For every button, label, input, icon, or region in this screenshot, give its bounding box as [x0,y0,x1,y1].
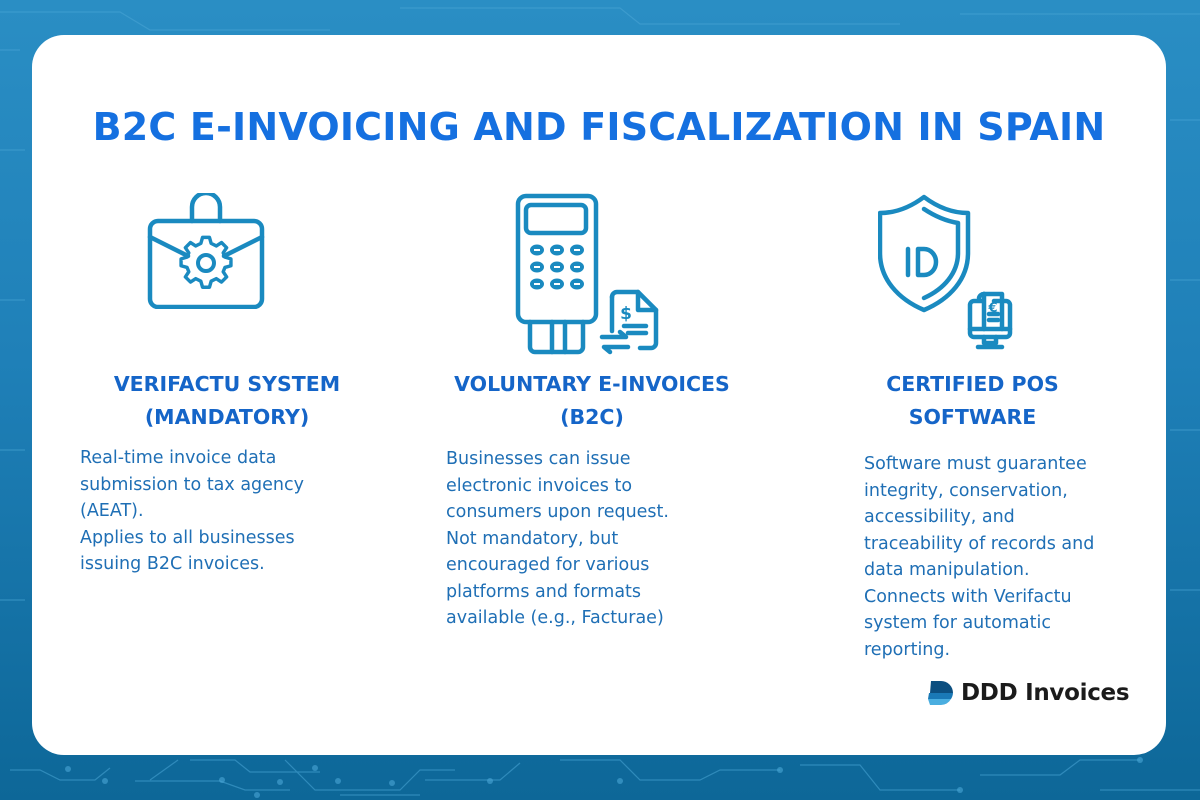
infographic-card: B2C E-INVOICING AND FISCALIZATION IN SPA… [32,35,1166,755]
heading-line: CERTIFIED POS [886,372,1059,396]
heading-line: (B2C) [560,405,624,429]
column-body-verifactu: Real-time invoice data submission to tax… [80,448,304,574]
brand-logo: DDD Invoices [927,680,1130,706]
column-heading-certified-pos: CERTIFIED POS SOFTWARE [840,368,1105,434]
column-body-certified-pos: Software must guarantee integrity, conse… [864,454,1095,660]
column-heading-voluntary: VOLUNTARY E-INVOICES (B2C) [432,368,752,434]
ddd-logo-icon [928,681,953,705]
heading-line: VERIFACTU SYSTEM [113,372,341,396]
heading-line: VOLUNTARY E-INVOICES [454,372,730,396]
column-body-voluntary: Businesses can issue electronic invoices… [446,449,669,628]
pos-terminal-invoice-icon: $ [515,193,659,355]
page-title: B2C E-INVOICING AND FISCALIZATION IN SPA… [92,105,1106,149]
svg-text:€: € [987,301,997,316]
briefcase-gear-icon [147,193,265,309]
heading-line: (MANDATORY) [144,405,310,429]
shield-id-monitor-icon: € [878,194,1013,350]
brand-name: DDD Invoices [961,680,1130,706]
svg-text:$: $ [620,304,632,324]
heading-line: SOFTWARE [908,405,1037,429]
column-heading-verifactu: VERIFACTU SYSTEM (MANDATORY) [72,368,382,434]
